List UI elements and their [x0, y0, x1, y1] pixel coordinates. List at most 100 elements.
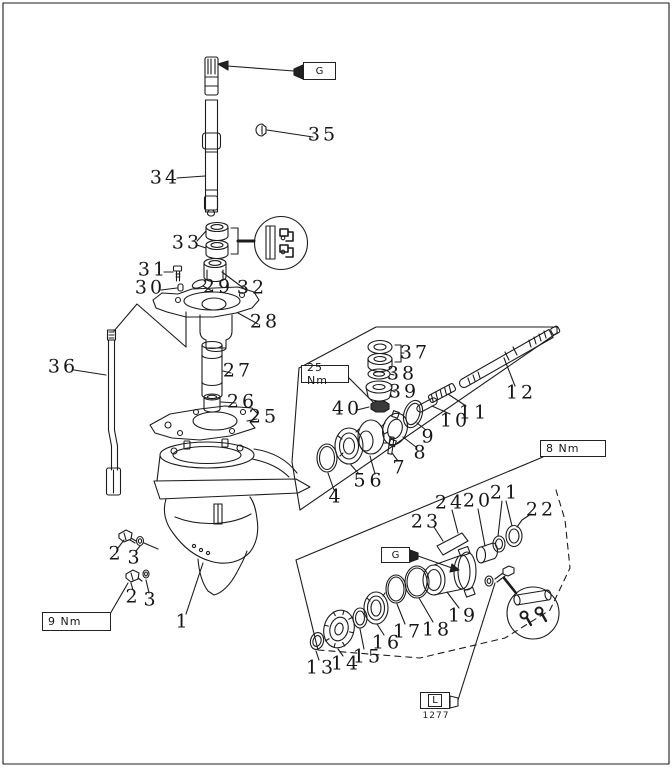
grease-tube-top: G	[303, 62, 336, 80]
panel-lower	[295, 456, 571, 659]
leader-27	[222, 370, 232, 374]
spring-11	[427, 383, 457, 403]
grease-tube-top-nozzle	[217, 60, 304, 80]
arrowhead	[449, 563, 460, 573]
part-label-14: 14	[330, 652, 362, 675]
part-label-27: 27	[222, 359, 254, 382]
bearing-16	[363, 591, 389, 625]
part-label-17: 17	[392, 620, 424, 643]
bevel-gear-14	[323, 609, 355, 649]
part-label-2-upper: 2	[108, 542, 124, 565]
leader-34	[176, 175, 206, 179]
panel-lower-dashed-edge	[317, 489, 571, 659]
leader-9	[416, 422, 427, 431]
part-label-26: 26	[226, 390, 258, 413]
leader-11	[447, 393, 467, 407]
nut-40	[370, 400, 390, 413]
leader-21b	[505, 500, 513, 527]
leader-16	[376, 623, 385, 636]
part-label-2-lower: 2	[125, 585, 141, 608]
pinion-gear-6	[357, 419, 389, 455]
part-label-7: 7	[392, 456, 408, 479]
grease-tube-lower: G	[381, 547, 410, 563]
part-label-3-lower: 3	[143, 588, 159, 611]
leader-22	[516, 513, 532, 528]
oil-tube-nozzle	[449, 582, 496, 709]
part-label-18: 18	[421, 618, 453, 641]
part-label-19: 19	[447, 604, 479, 627]
leader-7	[391, 452, 399, 462]
part-label-37: 37	[399, 341, 431, 364]
panel-upper	[291, 326, 558, 511]
part-label-4: 4	[328, 485, 344, 508]
leader-38	[389, 373, 395, 376]
leader-12	[503, 357, 516, 387]
part-label-32: 32	[236, 276, 268, 299]
bushings-33	[196, 221, 256, 260]
sleeve-27	[201, 340, 223, 400]
part-label-6: 6	[369, 469, 385, 492]
leader-23	[433, 526, 444, 542]
figure-code: 1277	[422, 711, 450, 721]
washer-3-upper	[135, 535, 145, 547]
part-label-35: 35	[307, 123, 339, 146]
leader-26	[220, 401, 237, 404]
magnifier-detail-circle-bottom	[506, 586, 560, 640]
part-label-36: 36	[47, 355, 79, 378]
clutch-8	[382, 410, 408, 448]
leader-36	[73, 369, 107, 376]
leader-25	[246, 418, 258, 422]
pin-7	[387, 436, 395, 455]
part-label-40: 40	[331, 397, 363, 420]
detail-connector	[502, 576, 518, 595]
oil-tube: L	[420, 692, 450, 709]
part-label-28: 28	[249, 310, 281, 333]
part-label-22: 22	[525, 498, 557, 521]
ring-9	[402, 399, 424, 429]
part-label-24: 24	[434, 491, 466, 514]
bearing-carrier-19	[422, 545, 477, 598]
leader-19	[446, 591, 460, 609]
bearing-22	[505, 524, 523, 548]
leader-6	[369, 455, 376, 475]
part-label-9: 9	[421, 425, 437, 448]
oring-13	[309, 632, 325, 650]
bolt-31	[172, 265, 183, 282]
leader-3-upper-long	[143, 542, 159, 550]
oring-17	[385, 574, 407, 604]
propeller-shaft-12	[458, 325, 561, 389]
leader-18	[418, 597, 434, 623]
part-label-15: 15	[352, 645, 384, 668]
part-label-10: 10	[439, 409, 471, 432]
part-label-12: 12	[505, 381, 537, 404]
part-label-20: 20	[462, 489, 494, 512]
leader-30	[160, 287, 178, 291]
part-label-29: 29	[202, 275, 234, 298]
part-label-30: 30	[134, 276, 166, 299]
leader-bracket-pump	[113, 303, 187, 348]
leader-17	[396, 603, 406, 625]
part-label-38: 38	[386, 362, 418, 385]
clip-29	[191, 279, 207, 289]
leader-3-upper	[135, 545, 141, 552]
torque-callout-8nm: 8 Nm	[540, 440, 606, 457]
part-label-8: 8	[413, 441, 429, 464]
leader-20	[477, 508, 486, 547]
leader-9nm	[109, 582, 129, 615]
leader-2-upper	[117, 539, 125, 549]
leader-8	[402, 436, 417, 448]
torque-callout-9nm: 9 Nm	[42, 612, 111, 631]
bolt-2-lower	[125, 569, 143, 583]
oring-4	[316, 443, 338, 473]
retainer-plate-23-24	[436, 532, 469, 556]
grease-tube-top-label: G	[315, 65, 324, 77]
gasket-25	[149, 405, 259, 441]
magnifier-detail-circle-top	[253, 215, 309, 271]
leader-39	[390, 389, 396, 393]
leader-4	[327, 472, 335, 491]
bushing-26	[203, 393, 221, 413]
leader-13	[315, 650, 320, 661]
washer-3-lower	[142, 569, 150, 579]
leader-14	[337, 648, 344, 657]
